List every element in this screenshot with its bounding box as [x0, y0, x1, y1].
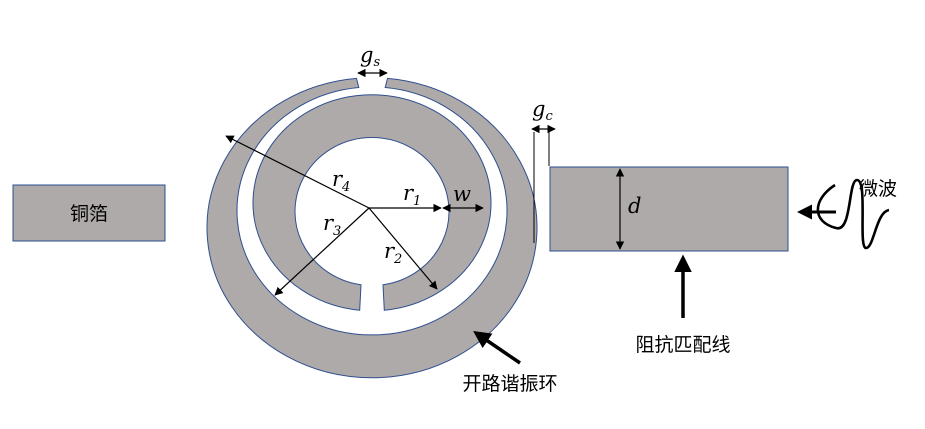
- r2-line: [368, 207, 438, 290]
- r1-label: r1: [403, 181, 421, 209]
- outer-ring: [206, 77, 538, 379]
- microwave-label: 微波: [859, 178, 897, 200]
- symbol-labels: gs gc r4 r1 r3 r2 w: [323, 43, 553, 267]
- r2-label: r2: [384, 239, 402, 267]
- srr-label: 开路谐振环: [462, 373, 557, 395]
- matching-line-label: 阻抗匹配线: [635, 334, 730, 356]
- microwave-wave: [816, 178, 890, 250]
- r3-line: [274, 207, 370, 296]
- copper-foil-label: 铜箔: [70, 203, 108, 225]
- inner-ring: [252, 94, 492, 311]
- gs-label: gs: [360, 43, 380, 70]
- r3-label: r3: [323, 211, 341, 239]
- srr-arrow: [473, 331, 521, 365]
- copper-foil: 铜箔: [12, 184, 166, 242]
- r4-label: r4: [332, 167, 350, 195]
- microwave-icon: 微波: [797, 178, 897, 250]
- r4-line: [225, 135, 370, 209]
- w-label: w: [453, 182, 471, 206]
- copper-foil-rect: [12, 184, 166, 242]
- matching-line-rect: [549, 166, 789, 252]
- d-label: d: [628, 194, 641, 218]
- matching-line: d: [549, 166, 789, 252]
- gc-label: gc: [532, 97, 553, 124]
- dimension-lines: [225, 68, 556, 296]
